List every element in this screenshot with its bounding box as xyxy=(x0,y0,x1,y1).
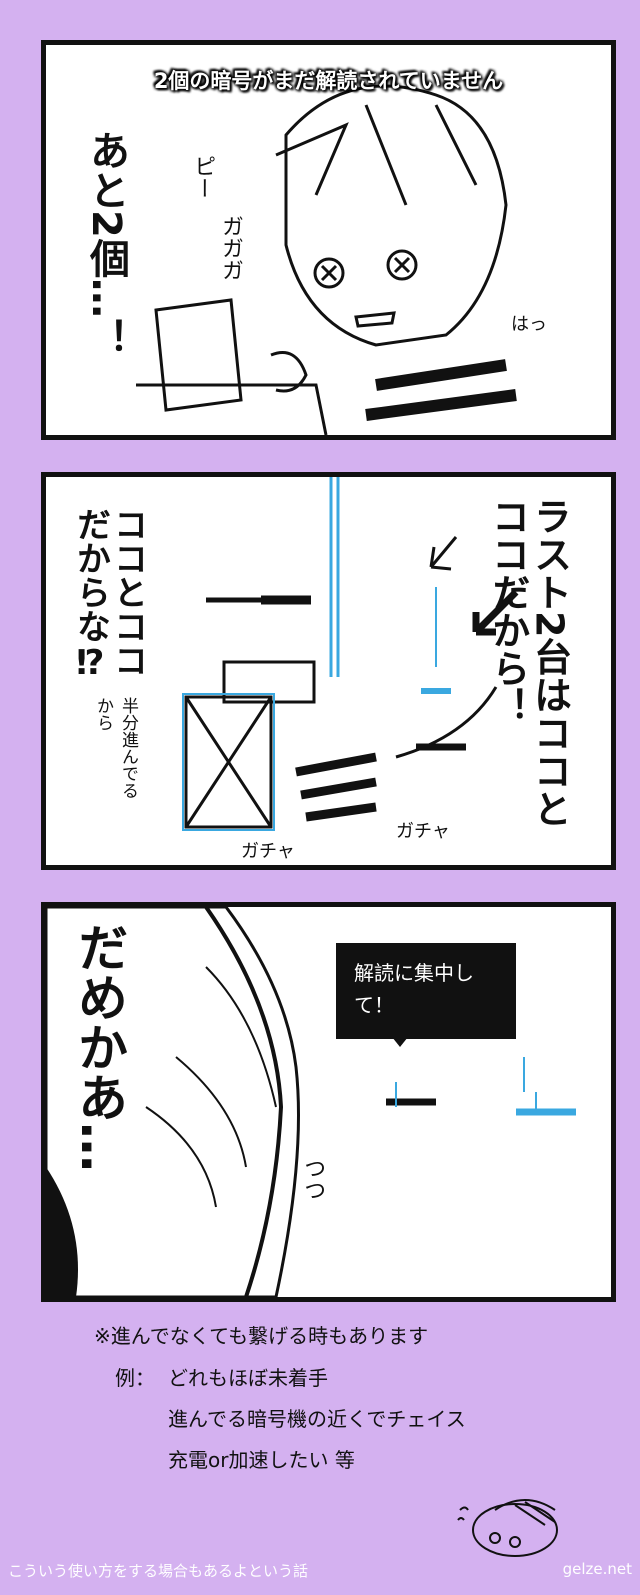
panel-2-drawing xyxy=(182,477,519,831)
comic-panel-1: 2個の暗号がまだ解読されていません あと2個…！ ピー ガガガ はっ xyxy=(41,40,616,440)
sfx-text: つつ xyxy=(300,1157,325,1201)
aside-text: 半分進んでるから xyxy=(93,697,138,799)
comic-panel-3: だめかあ… 解読に集中して！ つつ xyxy=(41,902,616,1302)
dialogue-text: ラスト2台はココとココだから！ xyxy=(485,497,572,828)
example-item: 進んでる暗号機の近くでチェイス xyxy=(168,1407,466,1431)
panel-1-drawing xyxy=(136,84,517,435)
panel-3-drawing xyxy=(46,907,576,1297)
sfx-text: ガガガ xyxy=(218,215,243,281)
dialogue-text: ココとココだからな⁉ xyxy=(70,507,148,683)
speech-bubble: 解読に集中して！ xyxy=(336,943,516,1047)
note-line: ※進んでなくても繋げる時もあります xyxy=(94,1324,429,1348)
example-item: 充電or加速したい 等 xyxy=(168,1448,355,1472)
example-label: 例： xyxy=(115,1366,155,1390)
sfx-text: ピー xyxy=(190,155,215,199)
comic-panel-2: ラスト2台はココとココだから！ ココとココだからな⁉ 半分進んでるから ガチャ … xyxy=(41,472,616,870)
example-item: どれもほぼ未着手 xyxy=(168,1366,328,1390)
dialogue-text: あと2個…！ xyxy=(83,130,129,358)
dialogue-text: だめかあ… xyxy=(70,922,128,1172)
site-credit: gelze.net xyxy=(562,1560,632,1578)
sfx-text: はっ xyxy=(511,314,547,335)
sfx-text: ガチャ xyxy=(241,841,295,862)
chibi-character-drawing xyxy=(457,1499,558,1557)
narration-caption: 2個の暗号がまだ解読されていません xyxy=(153,69,504,93)
footer-caption: こういう使い方をする場合もあるよという話 xyxy=(8,1562,309,1580)
sfx-text: ガチャ xyxy=(396,821,450,842)
